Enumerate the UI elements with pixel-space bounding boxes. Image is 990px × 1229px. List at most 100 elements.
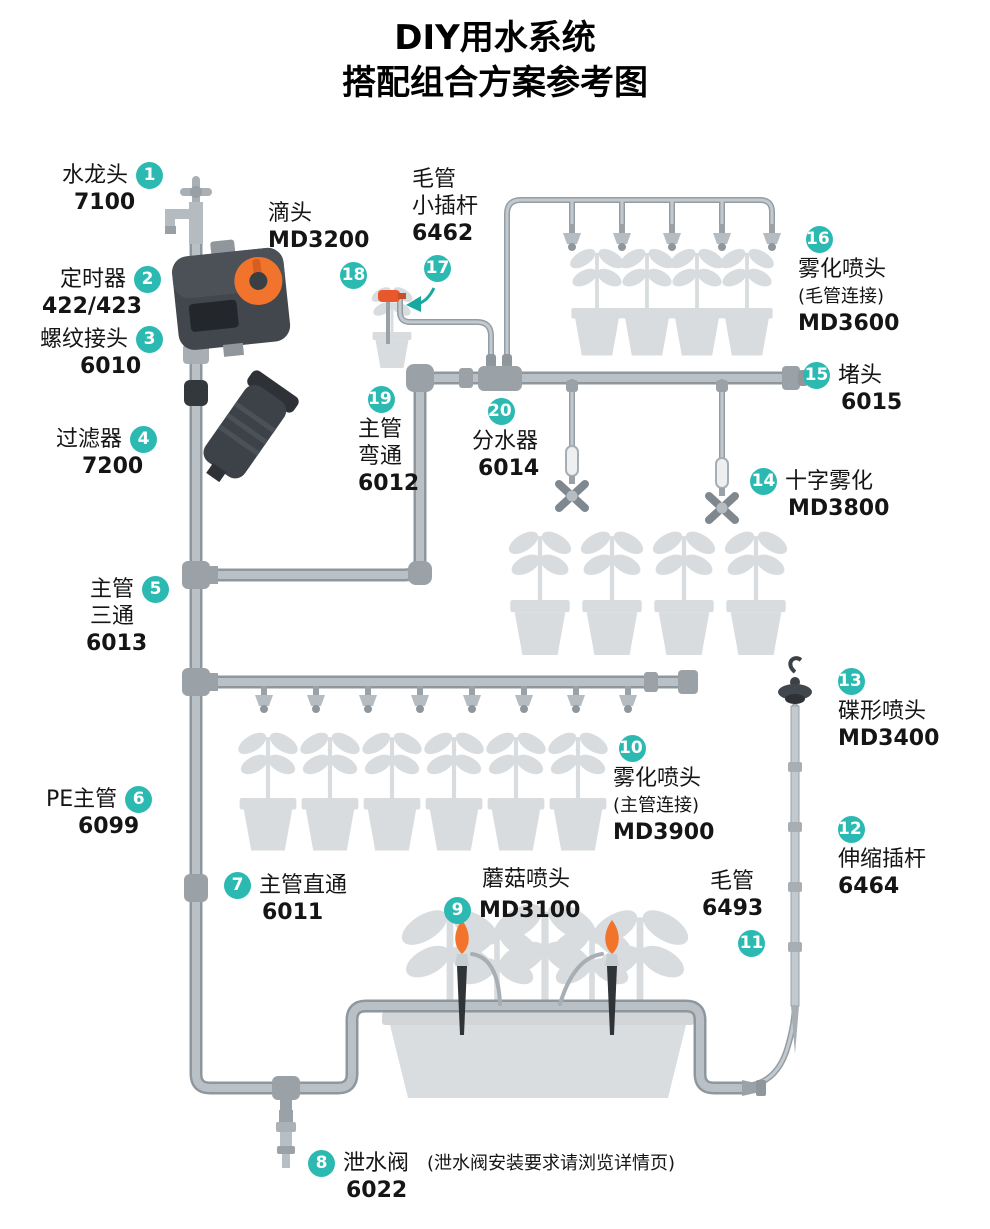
label-cross-mister: 14 十字雾化 MD3800 — [750, 468, 889, 522]
label-disc-sprinkler: 13 碟形喷头 MD3400 — [838, 668, 939, 752]
item-model: 6099 — [78, 814, 140, 839]
item-model: MD3100 — [479, 898, 581, 923]
item-model: MD3800 — [788, 496, 890, 521]
item-name: 雾化喷头 — [613, 766, 702, 791]
mist-nozzles-mainpipe — [255, 686, 637, 713]
item-badge: 9 — [444, 897, 471, 924]
label-mist-nozzle-capillary: 16 雾化喷头 (毛管连接) MD3600 — [798, 226, 899, 337]
item-name2: 三通 — [90, 604, 135, 629]
pipe-fittings — [182, 344, 808, 1110]
item-name: 定时器 — [60, 267, 127, 292]
item-badge: 11 — [738, 930, 765, 957]
item-model: 6464 — [838, 874, 900, 899]
item-model: 6015 — [841, 390, 903, 415]
item-badge: 6 — [125, 786, 153, 813]
item-note: (泄水阀安装要求请浏览详情页) — [427, 1153, 676, 1174]
item-name2: 小插杆 — [412, 194, 479, 219]
item-name: 过滤器 — [56, 427, 123, 452]
label-telescopic-stake: 12 伸缩插杆 6464 — [838, 816, 926, 900]
item-name: 主管直通 — [259, 873, 348, 898]
drop-fitting — [566, 380, 578, 392]
telescopic-stake — [788, 705, 802, 1054]
label-threaded-connector: 螺纹接头 3 6010 — [40, 326, 164, 380]
straight-connector-6011 — [184, 874, 208, 902]
item-badge: 3 — [136, 326, 164, 353]
item-badge: 14 — [750, 468, 777, 495]
label-filter: 过滤器 4 7200 — [56, 426, 158, 480]
item-model: 6493 — [702, 896, 764, 921]
pointer-arrow — [406, 287, 436, 312]
item-model: 6010 — [80, 354, 142, 379]
item-name: 分水器 — [472, 429, 539, 454]
item-badge: 17 — [424, 255, 451, 282]
page-title: DIY用水系统 搭配组合方案参考图 — [0, 16, 990, 106]
item-model: MD3900 — [613, 820, 715, 845]
item-name: 十字雾化 — [785, 469, 874, 494]
item-badge: 2 — [134, 266, 162, 293]
item-model: 6012 — [358, 471, 420, 496]
item-name: 滴头 — [268, 201, 313, 226]
drain-valve — [276, 1110, 296, 1168]
item-name: 泄水阀 — [343, 1151, 410, 1176]
collar — [644, 672, 658, 692]
mist-nozzles-capillary — [563, 224, 781, 251]
item-model: 6014 — [478, 456, 540, 481]
filter-inlet-elbow — [184, 380, 208, 406]
title-line2: 搭配组合方案参考图 — [342, 62, 648, 103]
planter-box — [382, 1012, 694, 1098]
bottom-tee — [272, 1076, 300, 1110]
cross-misters — [559, 446, 735, 520]
item-model: 6462 — [412, 221, 474, 246]
elbow-lower — [408, 561, 432, 585]
label-splitter: 20 分水器 6014 — [472, 398, 539, 482]
item-badge: 20 — [488, 398, 515, 425]
label-mist-nozzle-mainpipe: 10 雾化喷头 (主管连接) MD3900 — [613, 735, 714, 846]
item-badge: 4 — [130, 426, 158, 453]
item-model: 6013 — [86, 631, 148, 656]
item-name: 碟形喷头 — [838, 699, 927, 724]
dripper-device — [378, 290, 406, 344]
item-sub: (主管连接) — [613, 795, 700, 816]
item-model: MD3600 — [798, 311, 900, 336]
filter-device — [203, 370, 299, 483]
item-model: 7100 — [74, 190, 136, 215]
item-model: MD3400 — [838, 726, 940, 751]
item-name: 雾化喷头 — [798, 257, 887, 282]
label-capillary-tube: 毛管 6493 11 — [702, 868, 765, 957]
collar — [459, 368, 473, 388]
item-badge: 13 — [838, 668, 865, 695]
item-badge: 1 — [136, 162, 164, 189]
label-mushroom-sprinkler: 蘑菇喷头 9 MD3100 — [444, 866, 580, 924]
item-badge: 12 — [838, 816, 865, 843]
item-name: 螺纹接头 — [40, 327, 129, 352]
label-capillary-stake: 毛管 小插杆 6462 17 — [412, 166, 478, 282]
timer-device — [172, 239, 291, 357]
item-name2: 弯通 — [358, 444, 403, 469]
item-model: 422/423 — [42, 294, 142, 319]
end-cap — [678, 670, 698, 694]
item-badge: 10 — [619, 735, 646, 762]
label-dripper: 滴头 MD3200 18 — [268, 200, 369, 289]
drop-fitting — [716, 380, 728, 392]
elbow-6012 — [406, 364, 434, 392]
main-tee-6013 — [182, 561, 218, 589]
item-model: 7200 — [82, 454, 144, 479]
label-timer: 定时器 2 422/423 — [42, 266, 162, 320]
item-name: 蘑菇喷头 — [482, 867, 571, 892]
item-model: 6011 — [262, 900, 324, 925]
item-name: 伸缩插杆 — [838, 847, 927, 872]
capillary-adapter-6493 — [742, 1080, 766, 1096]
item-name: 堵头 — [838, 363, 883, 388]
item-model: MD3200 — [268, 228, 370, 253]
item-model: 6022 — [346, 1178, 408, 1203]
label-drain-valve: 8 泄水阀 (泄水阀安装要求请浏览详情页) 6022 — [308, 1150, 675, 1204]
item-badge: 8 — [308, 1150, 335, 1177]
disc-sprinkler — [778, 656, 812, 704]
